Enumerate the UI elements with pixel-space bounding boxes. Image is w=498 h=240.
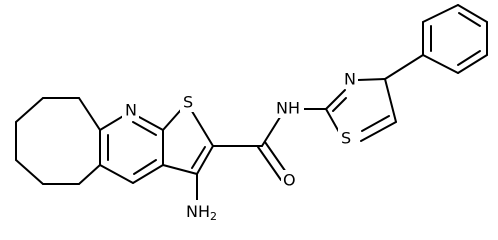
bond-phenyl-attach	[384, 54, 424, 80]
bond-thiophene-3	[196, 145, 214, 175]
bond-pyridine-5-inner	[133, 159, 157, 175]
bond-cyclooctane-3	[15, 97, 44, 123]
atom-nh2-amino: NH2	[186, 202, 217, 223]
atom-nh-amide: NH	[276, 99, 300, 118]
bond-carbonyl-double-a	[257, 146, 282, 181]
bond-cyclooctane-7	[78, 164, 101, 185]
bond-thiazole-4	[360, 121, 397, 142]
atom-n-thiazole: N	[344, 70, 356, 89]
nh2-subscript: 2	[210, 210, 217, 223]
bond-carbonyl-double-b	[264, 141, 289, 176]
bond-thiazole-3	[384, 78, 397, 123]
bonds	[15, 4, 488, 204]
bond-phenyl-5-inner	[457, 50, 481, 66]
bond-thiazole-1	[325, 89, 346, 110]
bond-thiazole-1-inner	[332, 97, 347, 112]
atom-s-thiazole: S	[341, 129, 351, 148]
bond-phenyl-3	[457, 4, 488, 23]
atom-n-pyridine: N	[125, 101, 137, 120]
atom-s-thiophene: S	[183, 93, 193, 112]
bond-cyclooctane-1	[78, 97, 101, 131]
bond-thiazole-2	[357, 78, 386, 81]
bond-phenyl-3-inner	[458, 12, 481, 27]
structure-canvas: N S NH N S O NH2	[15, 4, 488, 224]
bond-amide-n	[261, 113, 283, 147]
bond-pyridine-6	[99, 164, 134, 184]
bond-phenyl-6	[422, 54, 459, 74]
bond-phenyl-2	[422, 4, 459, 23]
bond-phenyl-5	[457, 54, 488, 74]
atom-o-carbonyl: O	[283, 171, 296, 190]
bond-cyclooctane-5	[15, 159, 44, 185]
bond-thiophene-4	[162, 164, 198, 175]
bond-pyridine-3-inner	[132, 121, 157, 136]
atom-labels: N S NH N S O NH2	[122, 69, 358, 224]
bond-pyridine-5	[132, 164, 164, 184]
bond-thiazole-4-inner	[361, 115, 390, 132]
nh2-main: NH	[186, 202, 210, 221]
bond-thiophene-3-inner	[191, 146, 206, 169]
molecule-drawing: N S NH N S O NH2	[15, 4, 488, 224]
